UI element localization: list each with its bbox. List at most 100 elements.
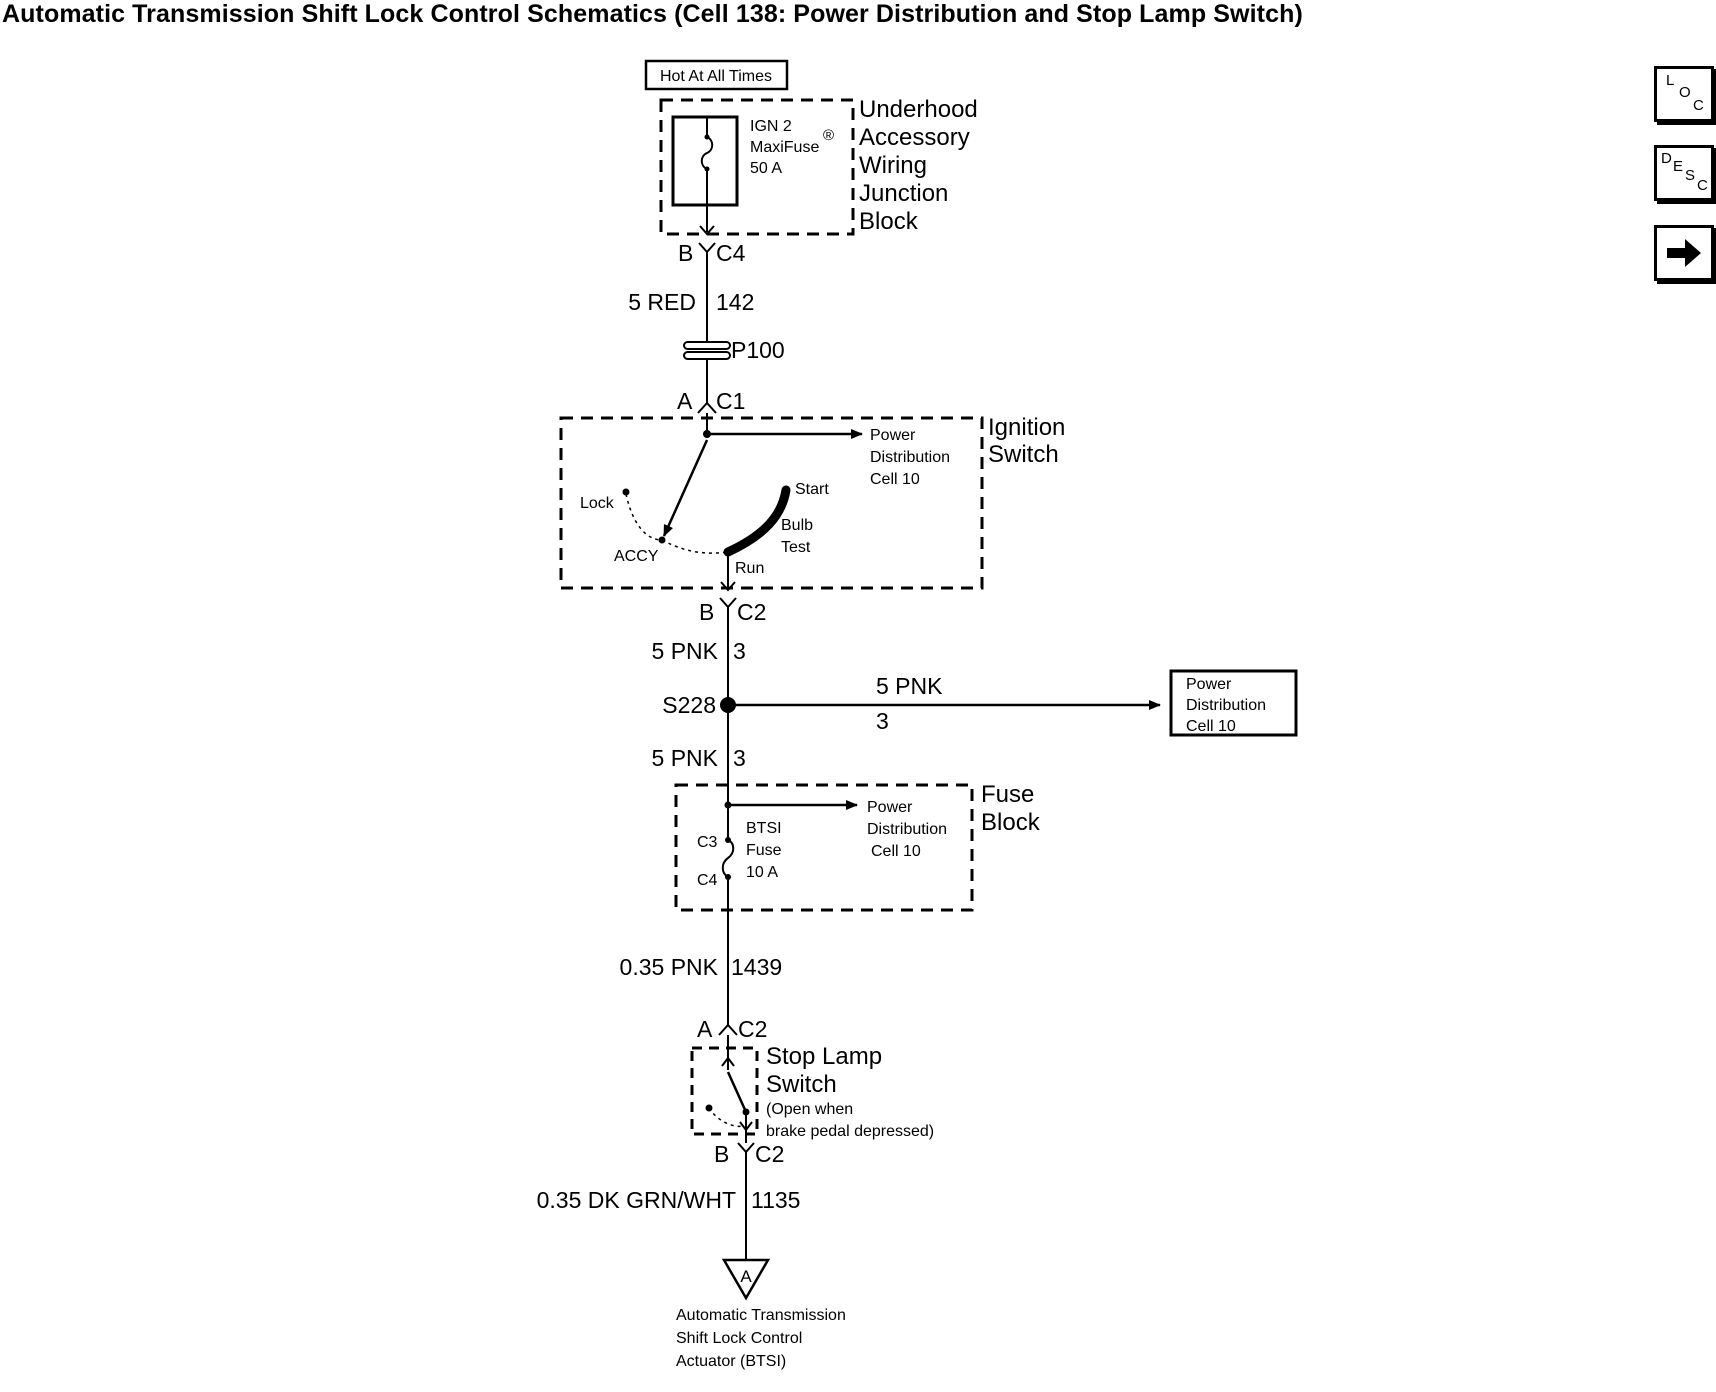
destination-label-2: Shift Lock Control xyxy=(676,1330,802,1347)
desc-letter-d: D xyxy=(1661,150,1672,167)
svg-text:Distribution: Distribution xyxy=(1186,697,1266,714)
page-title: Automatic Transmission Shift Lock Contro… xyxy=(2,0,1303,28)
btsi-fuse-symbol xyxy=(721,839,735,878)
power-dist-box: Power Distribution Cell 10 xyxy=(1169,669,1298,737)
registered-mark: ® xyxy=(823,127,834,144)
btsi-fuse-label-2: Fuse xyxy=(746,842,782,859)
fuse-block-label-1: Fuse xyxy=(981,781,1034,808)
stop-lamp-switch-blade xyxy=(726,1071,748,1113)
fuse-block-power-dist-1: Power xyxy=(867,799,913,816)
connector-c4-symbol xyxy=(698,242,716,254)
ignition-pos-start: Start xyxy=(795,481,829,498)
wire-1135-circuit: 1135 xyxy=(751,1187,800,1213)
junction-block-label-3: Wiring xyxy=(859,152,927,179)
ignition-dotted-arc xyxy=(625,493,729,554)
ignition-start-arc xyxy=(723,485,791,557)
fuse-c3-label: C3 xyxy=(697,834,718,851)
passthrough-p100 xyxy=(683,341,731,360)
ignition-power-dist-2: Distribution xyxy=(870,449,950,466)
wire-3-lower-color: 5 PNK xyxy=(652,745,719,771)
wire-3-upper-circuit: 3 xyxy=(733,638,746,664)
connector-c4-pin: B xyxy=(678,240,693,266)
ignition-pos-lock: Lock xyxy=(580,495,615,512)
connector-stop-c2b-symbol xyxy=(737,1142,755,1154)
next-button[interactable] xyxy=(1654,225,1714,281)
connector-c1-pin: A xyxy=(677,388,693,414)
connector-ign-c2-pin: B xyxy=(699,599,714,625)
destination-label-3: Actuator (BTSI) xyxy=(676,1353,786,1370)
svg-text:Hot At All Times: Hot At All Times xyxy=(660,68,772,85)
ignition-switch-label-2: Switch xyxy=(988,441,1059,468)
junction-block-label-4: Junction xyxy=(859,180,948,207)
fuse-name: IGN 2 xyxy=(750,118,792,135)
fuse-block-outline xyxy=(674,783,974,912)
ignition-pos-run: Run xyxy=(735,560,764,577)
connector-stop-c2a-symbol xyxy=(718,1023,738,1036)
connector-c1-symbol xyxy=(697,401,717,414)
splice-s228-label: S228 xyxy=(662,692,716,718)
connector-ign-c2-symbol xyxy=(719,597,737,609)
passthrough-p100-label: P100 xyxy=(731,337,785,363)
ignition-switch-blade xyxy=(662,439,709,537)
wire-1439-circuit: 1439 xyxy=(731,954,782,980)
ignition-switch-outline xyxy=(559,416,984,590)
stop-lamp-note-2: brake pedal depressed) xyxy=(766,1123,934,1140)
junction-block-label-5: Block xyxy=(859,208,919,235)
desc-letter-s: S xyxy=(1685,167,1696,184)
wire-142-circuit: 142 xyxy=(716,289,754,315)
loc-button[interactable]: L O C xyxy=(1654,66,1714,122)
stop-lamp-dotted-arc xyxy=(708,1107,745,1128)
wire-3-branch-color: 5 PNK xyxy=(876,673,943,699)
connector-ign-c2-label: C2 xyxy=(737,599,766,625)
connector-stop-c2b-label: C2 xyxy=(755,1141,784,1167)
connector-c4-label: C4 xyxy=(716,240,746,266)
stop-lamp-label-1: Stop Lamp xyxy=(766,1043,882,1070)
desc-button[interactable]: D E S C xyxy=(1654,145,1714,201)
wire-1439-color: 0.35 PNK xyxy=(620,954,719,980)
ignition-power-dist-1: Power xyxy=(870,427,916,444)
connector-c1-label: C1 xyxy=(716,388,745,414)
btsi-fuse-label-1: BTSI xyxy=(746,820,782,837)
destination-label-1: Automatic Transmission xyxy=(676,1307,846,1324)
fuse-block-label-2: Block xyxy=(981,809,1041,836)
svg-text:Cell 10: Cell 10 xyxy=(1186,718,1236,735)
junction-block-outline xyxy=(659,98,855,236)
hot-at-all-times-label: Hot At All Times xyxy=(644,59,789,91)
ignition-switch-label-1: Ignition xyxy=(988,414,1065,441)
fuse-block-power-dist-3: Cell 10 xyxy=(871,843,921,860)
stop-lamp-label-2: Switch xyxy=(766,1071,837,1098)
wire-3-upper-color: 5 PNK xyxy=(652,638,719,664)
fuse-rating: 50 A xyxy=(750,160,782,177)
svg-text:Power: Power xyxy=(1186,676,1232,693)
fuse-c4-label: C4 xyxy=(697,872,718,889)
loc-letter-o: O xyxy=(1679,84,1691,101)
destination-marker xyxy=(721,1258,771,1301)
loc-letter-c: C xyxy=(1693,97,1704,114)
destination-marker-letter: A xyxy=(740,1267,752,1286)
connector-stop-c2a-pin: A xyxy=(697,1016,713,1042)
wire-3-lower-circuit: 3 xyxy=(733,745,746,771)
fuse-type: MaxiFuse xyxy=(750,139,819,156)
arrow-right-icon xyxy=(1667,239,1701,267)
wire-142-color: 5 RED xyxy=(628,289,696,315)
connector-stop-c2b-pin: B xyxy=(714,1141,729,1167)
ignition-power-dist-3: Cell 10 xyxy=(870,471,920,488)
ignition-pos-test: Test xyxy=(781,539,811,556)
wire-3-branch-circuit: 3 xyxy=(876,708,889,734)
ignition-pos-accy: ACCY xyxy=(614,548,659,565)
connector-stop-c2a-label: C2 xyxy=(738,1016,767,1042)
fuse-block-power-dist-2: Distribution xyxy=(867,821,947,838)
btsi-fuse-label-3: 10 A xyxy=(746,864,778,881)
maxifuse-symbol xyxy=(700,117,714,205)
maxifuse-body xyxy=(671,115,739,207)
stop-lamp-switch-outline xyxy=(690,1046,759,1136)
desc-letter-c: C xyxy=(1697,177,1708,194)
stop-lamp-note-1: (Open when xyxy=(766,1101,853,1118)
desc-letter-e: E xyxy=(1673,158,1684,175)
wire-1135-color: 0.35 DK GRN/WHT xyxy=(537,1187,736,1213)
loc-letter-l: L xyxy=(1666,72,1675,89)
junction-block-label-2: Accessory xyxy=(859,124,970,151)
ignition-pos-bulb: Bulb xyxy=(781,517,813,534)
junction-block-label-1: Underhood xyxy=(859,96,978,123)
